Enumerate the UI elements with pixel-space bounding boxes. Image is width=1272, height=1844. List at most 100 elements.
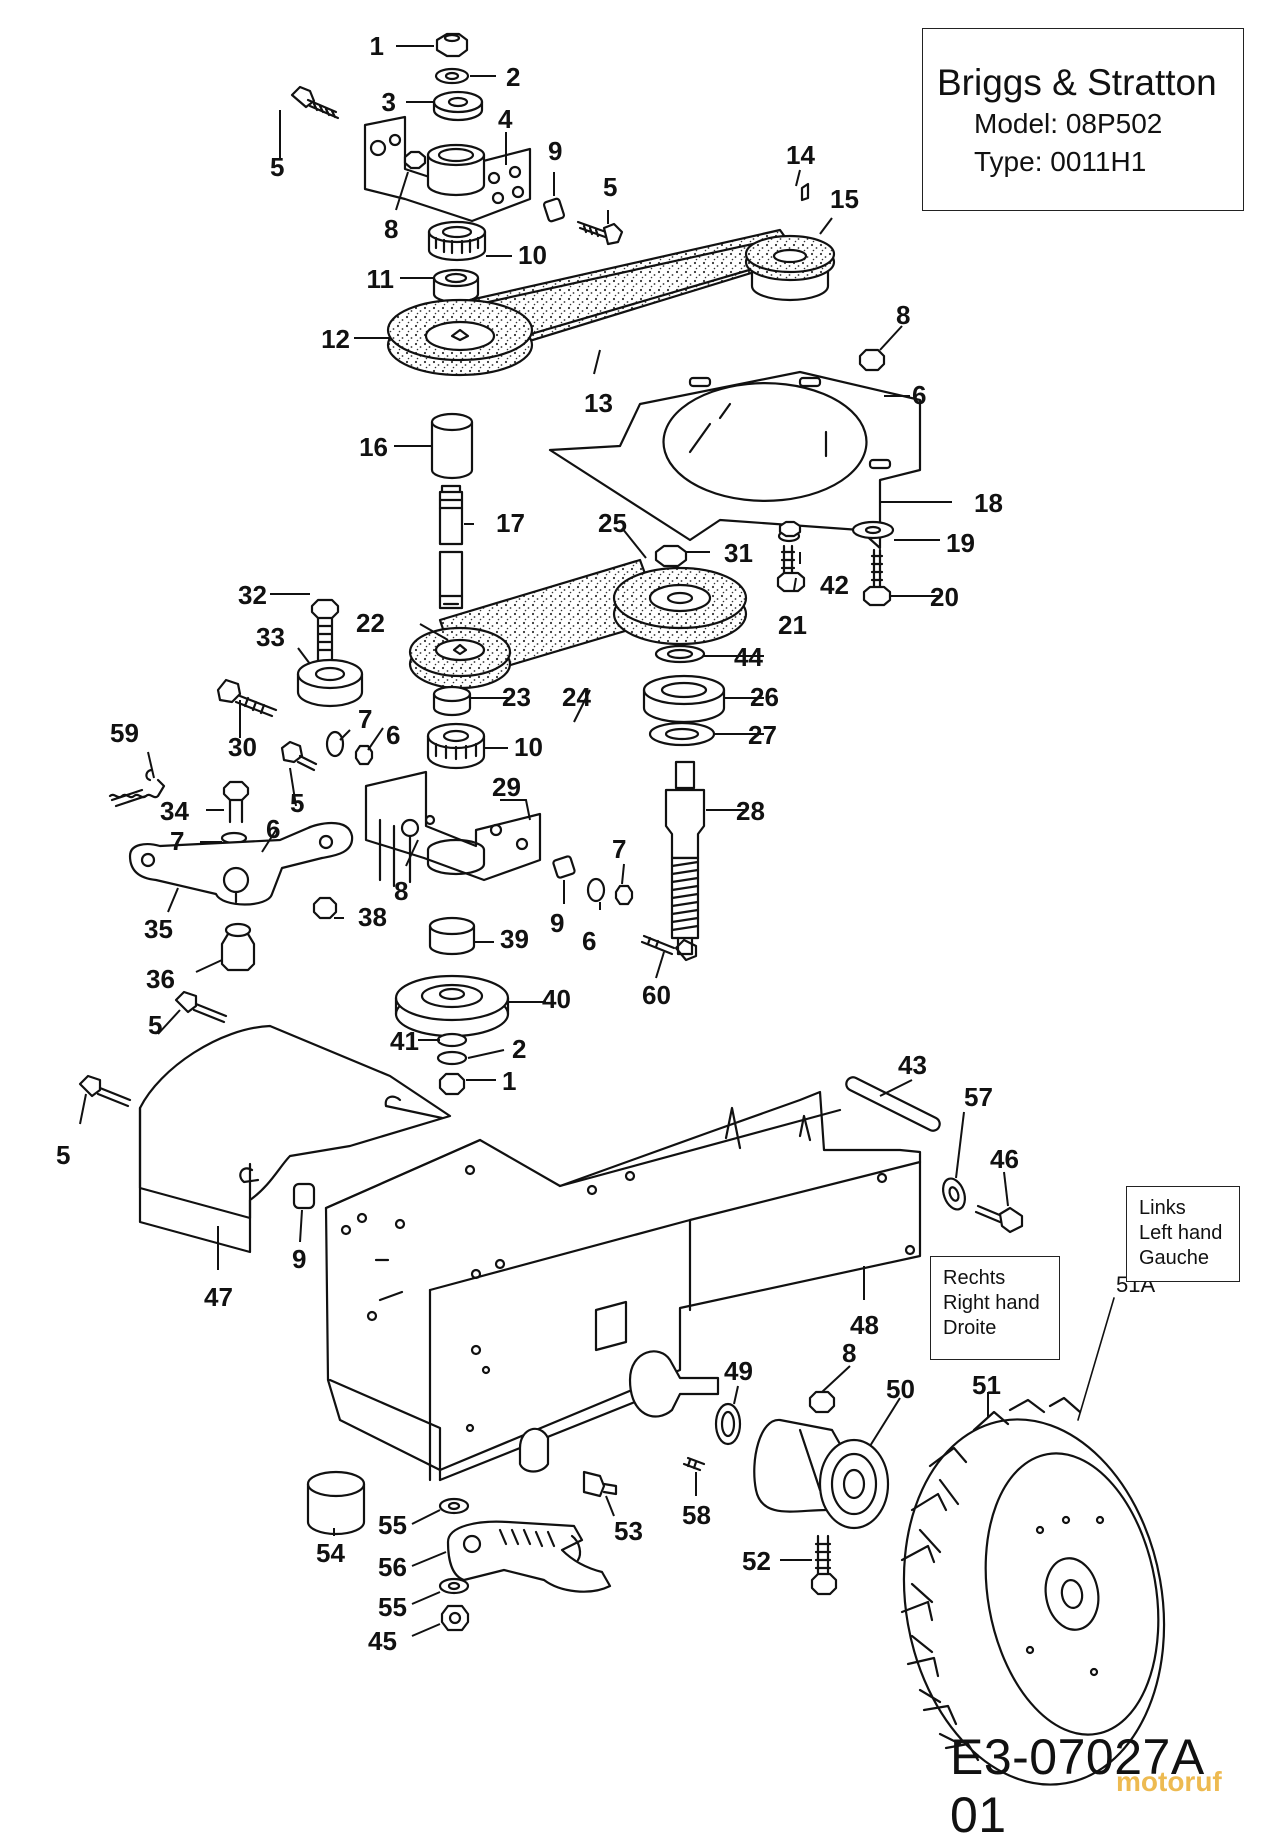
part-washer-55b (438, 1577, 470, 1595)
callout-7a: 7 (358, 704, 372, 734)
part-pulley-15 (744, 234, 836, 302)
part-nut-8a (403, 150, 427, 170)
left-hand-label-box: Links Left hand Gauche (1126, 1186, 1240, 1282)
part-bushing-16 (430, 412, 474, 480)
callout-21: 21 (778, 610, 807, 640)
part-bracket-56 (446, 1520, 612, 1593)
callout-49: 49 (724, 1356, 753, 1386)
part-spacer-9c (292, 1182, 316, 1210)
callout-14: 14 (786, 140, 815, 170)
part-bracket-4 (363, 115, 532, 223)
callout-25: 25 (598, 508, 627, 538)
part-fitting-36 (220, 922, 256, 972)
part-bolt-5d (174, 990, 228, 1024)
part-hub-50 (753, 1418, 890, 1530)
callout-60: 60 (642, 980, 671, 1010)
callout-33: 33 (256, 622, 285, 652)
part-worm-shaft-28 (664, 760, 706, 956)
part-pulley-12 (386, 298, 534, 377)
part-washer-27 (648, 721, 716, 747)
callout-38: 38 (358, 902, 387, 932)
callout-45: 45 (368, 1626, 397, 1656)
watermark-logo: motoruf (1116, 1766, 1222, 1797)
callout-23: 23 (502, 682, 531, 712)
part-bolt-20 (862, 548, 892, 607)
callout-7c: 7 (612, 834, 626, 864)
part-hub-41 (436, 1032, 468, 1048)
callout-2b: 2 (512, 1034, 526, 1064)
part-washer-49 (714, 1402, 742, 1446)
type-number: Type: 0011H1 (974, 146, 1147, 177)
callout-53: 53 (614, 1516, 643, 1546)
callout-47: 47 (204, 1282, 233, 1312)
part-nut-1 (435, 32, 469, 58)
callout-41: 41 (390, 1026, 419, 1056)
model-info-box: Briggs & Stratton Model: 08P502 Type: 00… (922, 28, 1244, 211)
part-bolt-46 (974, 1204, 1024, 1234)
part-nut-7b (614, 884, 634, 906)
callout-52: 52 (742, 1546, 771, 1576)
part-bearing-26 (642, 674, 726, 724)
callout-44: 44 (734, 642, 763, 672)
callout-9a: 9 (548, 136, 562, 166)
callout-5e: 5 (290, 788, 304, 818)
part-washer-55a (438, 1497, 470, 1515)
callout-51: 51 (972, 1370, 1001, 1400)
callout-30: 30 (228, 732, 257, 762)
part-bolt-5e (78, 1074, 132, 1108)
part-frame-48 (324, 1090, 922, 1482)
part-spacer-9a (542, 197, 566, 223)
callout-10b: 10 (514, 732, 543, 762)
callout-46: 46 (990, 1144, 1019, 1174)
callout-6a: 6 (912, 380, 926, 410)
callout-8a: 8 (384, 214, 398, 244)
callout-58: 58 (682, 1500, 711, 1530)
callout-36: 36 (146, 964, 175, 994)
part-fitting-53 (582, 1470, 618, 1498)
part-spring-59 (108, 768, 166, 808)
callout-48: 48 (850, 1310, 879, 1340)
callout-29: 29 (492, 772, 521, 802)
callout-6d: 6 (582, 926, 596, 956)
callout-31: 31 (724, 538, 753, 568)
part-pin-43 (845, 1076, 941, 1132)
callout-20: 20 (930, 582, 959, 612)
part-bolt-34 (222, 780, 250, 824)
right-hand-label-box: Rechts Right hand Droite (930, 1256, 1060, 1360)
callout-55b: 55 (378, 1592, 407, 1622)
right-label-en: Right hand (943, 1292, 1040, 1314)
callout-19: 19 (946, 528, 975, 558)
callout-2: 2 (506, 62, 520, 92)
part-nut-31 (654, 544, 688, 568)
part-bushing-top (426, 143, 486, 197)
callout-16: 16 (359, 432, 388, 462)
callout-24: 24 (562, 682, 591, 712)
part-washer-42 (777, 520, 802, 543)
part-nut-38 (312, 896, 338, 920)
part-wheel-51 (900, 1396, 1166, 1786)
part-washer-57 (942, 1177, 966, 1211)
part-washer-44 (654, 644, 706, 664)
callout-9c: 9 (292, 1244, 306, 1274)
callout-5c: 5 (148, 1010, 162, 1040)
callout-8b: 8 (896, 300, 910, 330)
part-spacer-9b (552, 855, 576, 879)
callout-56: 56 (378, 1552, 407, 1582)
part-pin-58 (682, 1456, 706, 1472)
callout-54: 54 (316, 1538, 345, 1568)
part-washer-6c (586, 877, 606, 903)
part-shaft-17 (438, 484, 464, 610)
callout-10a: 10 (518, 240, 547, 270)
part-bearing-10a (427, 220, 487, 262)
part-key-14 (800, 182, 810, 202)
part-washer-2b (436, 1050, 468, 1066)
part-washer-7a (325, 730, 345, 758)
callout-22: 22 (356, 608, 385, 638)
part-bolt-52 (810, 1534, 838, 1596)
part-bearing-10b (426, 722, 486, 770)
part-bolt-5a (290, 85, 340, 120)
callout-8c: 8 (394, 876, 408, 906)
callout-9b: 9 (550, 908, 564, 938)
callout-55a: 55 (378, 1510, 407, 1540)
document-code: E3-07027A 01 (950, 1729, 1202, 1843)
